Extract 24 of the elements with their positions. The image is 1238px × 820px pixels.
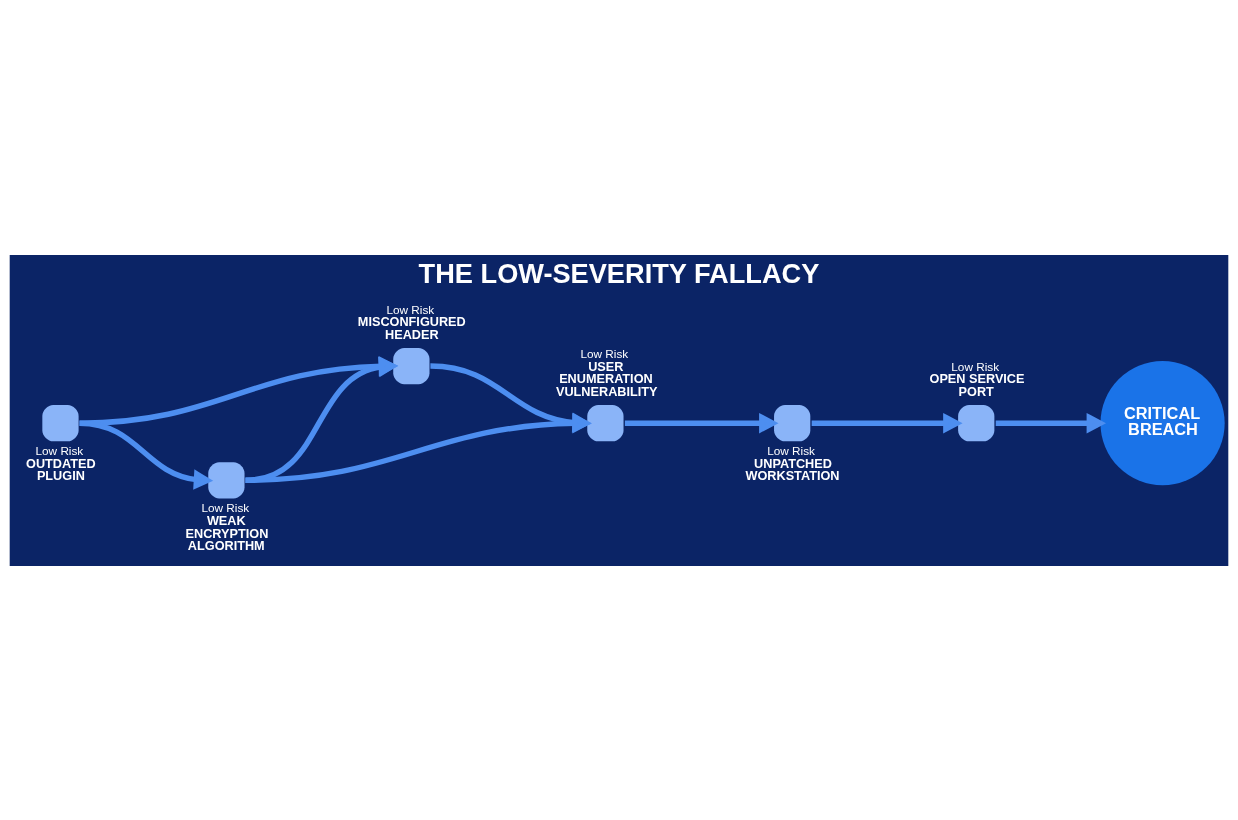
node-box: [587, 404, 624, 441]
node-label: OPEN SERVICE PORT: [929, 371, 1025, 399]
node-label: Low Risk: [201, 500, 250, 514]
node-label: MISCONFIGURED HEADER: [357, 314, 466, 342]
node-box: [774, 404, 811, 441]
arrow: [79, 419, 214, 490]
node-box: [958, 404, 995, 441]
node-label: OUTDATED PLUGIN: [26, 456, 96, 483]
diagram-title: THE LOW-SEVERITY FALLACY: [418, 257, 820, 289]
node-label: Low Risk: [580, 346, 629, 360]
node-label: Low Risk: [386, 302, 435, 316]
node-circle: CRITICAL BREACH: [1100, 360, 1225, 485]
arrow: [624, 412, 779, 433]
arrow: [995, 412, 1107, 433]
node-label: USER ENUMERATION VULNERABILITY: [555, 359, 658, 399]
node-box: [393, 347, 430, 384]
node-label: UNPATCHED WORKSTATION: [745, 456, 840, 483]
node-label: WEAK ENCRYPTION ALGORITHM: [185, 513, 269, 553]
node-box: [42, 404, 79, 441]
node-label: Low Risk: [767, 443, 815, 457]
node-label: Low Risk: [35, 443, 84, 457]
arrow: [811, 412, 963, 433]
node-box: [208, 461, 245, 498]
node-label: Low Risk: [951, 359, 1000, 373]
